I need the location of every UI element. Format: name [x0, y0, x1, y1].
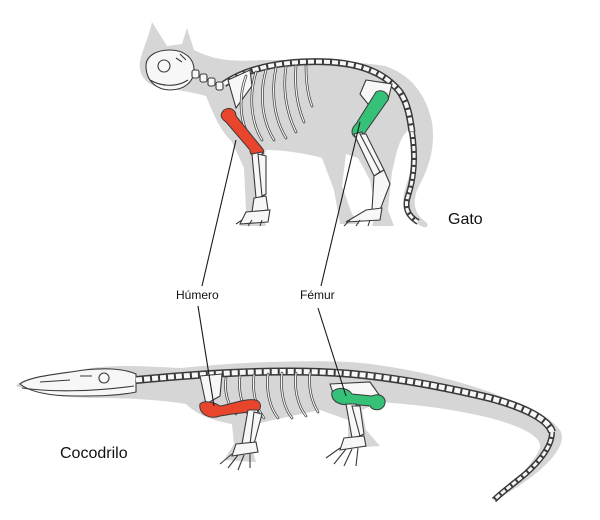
femur-leader-cat [320, 121, 361, 287]
crocodile-front-leg [219, 409, 263, 471]
cat-label: Gato [448, 211, 483, 228]
cat-skull-detail [175, 53, 187, 63]
crocodile-label: Cocodrilo [60, 445, 128, 462]
crocodile-hind-leg [325, 403, 367, 467]
cat-ribcage [239, 64, 314, 142]
humerus-leader-crocodile [197, 305, 215, 407]
crocodile-humerus [199, 399, 261, 418]
crocodile-eye-socket [98, 372, 110, 384]
crocodile-snout-detail [39, 375, 92, 383]
cat-silhouette [139, 22, 434, 228]
humerus-label: Húmero [176, 288, 219, 302]
cat-jaw [149, 79, 189, 86]
humerus-leader-cat [201, 139, 237, 287]
crocodile-skull [19, 368, 137, 397]
cat-skull [145, 49, 195, 91]
cat-figure [139, 22, 434, 228]
crocodile-jaw-line [21, 385, 135, 392]
cat-neck [191, 69, 224, 91]
femur-label: Fémur [300, 288, 335, 302]
cat-front-leg [235, 151, 271, 227]
crocodile-figure [16, 361, 562, 503]
cat-eye-socket [157, 59, 171, 73]
crocodile-silhouette [16, 361, 562, 500]
femur-leader-crocodile [317, 307, 347, 397]
cat-hind-leg [343, 131, 391, 227]
